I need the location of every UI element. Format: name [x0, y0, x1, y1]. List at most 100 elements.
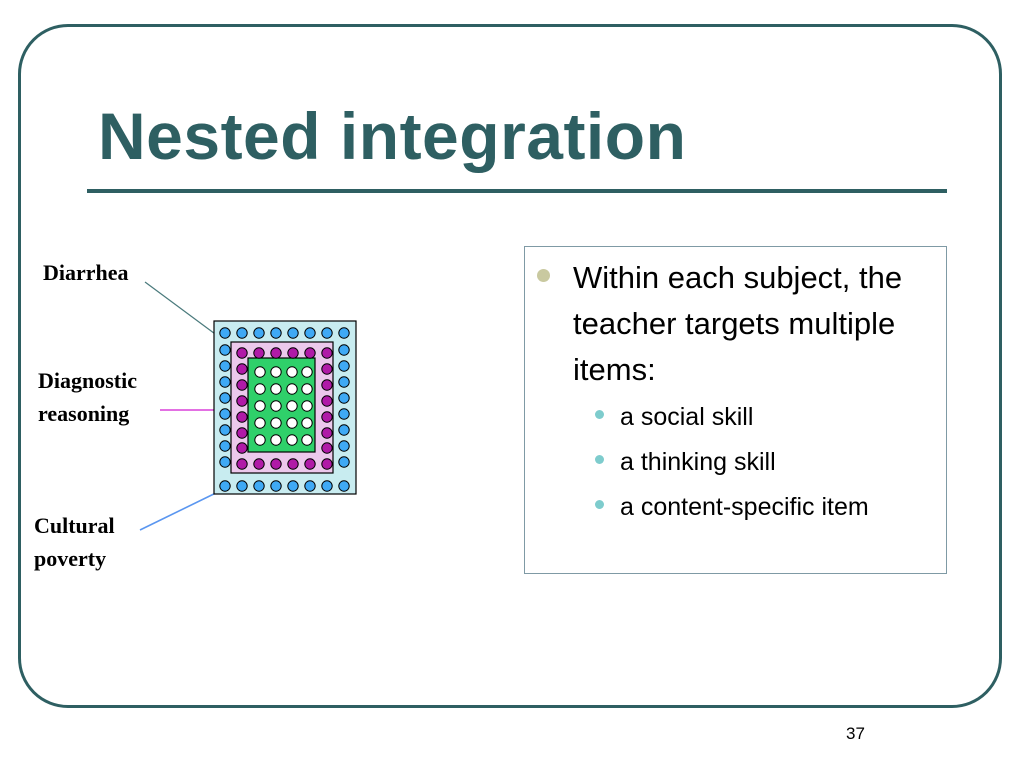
outer-dot [338, 327, 350, 339]
sub-bullet-content-item: a content-specific item [620, 493, 869, 521]
middle-dot [236, 395, 248, 407]
label-diagnostic-reasoning: Diagnostic reasoning [38, 364, 137, 430]
outer-dot [338, 408, 350, 420]
middle-dot [321, 395, 333, 407]
middle-dot [321, 427, 333, 439]
inner-dot [286, 434, 298, 446]
sub-bullet-icon [595, 500, 604, 509]
outer-dot [338, 424, 350, 436]
page-number: 37 [846, 724, 865, 743]
middle-dot [270, 347, 282, 359]
middle-dot [304, 347, 316, 359]
outer-dot [338, 376, 350, 388]
outer-dot [287, 327, 299, 339]
label-diagnostic-line1: Diagnostic [38, 368, 137, 393]
inner-dot [301, 417, 313, 429]
inner-dot [286, 400, 298, 412]
label-cultural-line1: Cultural [34, 513, 115, 538]
middle-dot [236, 411, 248, 423]
middle-dot [236, 458, 248, 470]
outer-dot [338, 440, 350, 452]
inner-dot [254, 366, 266, 378]
outer-dot [219, 424, 231, 436]
outer-dot [219, 344, 231, 356]
inner-dot [254, 383, 266, 395]
sub-bullet-icon [595, 455, 604, 464]
outer-dot [253, 327, 265, 339]
label-diagnostic-line2: reasoning [38, 401, 130, 426]
middle-dot [287, 458, 299, 470]
label-diarrhea: Diarrhea [43, 256, 129, 289]
middle-dot [287, 347, 299, 359]
inner-dot [254, 417, 266, 429]
outer-dot [236, 327, 248, 339]
inner-dot [270, 434, 282, 446]
outer-dot [270, 327, 282, 339]
label-cultural-line2: poverty [34, 546, 107, 571]
outer-dot [338, 480, 350, 492]
outer-dot [287, 480, 299, 492]
content-textbox: Within each subject, the teacher targets… [524, 246, 947, 574]
inner-dot [301, 383, 313, 395]
outer-dot [338, 392, 350, 404]
inner-dot [270, 383, 282, 395]
middle-dot [236, 347, 248, 359]
outer-dot [338, 344, 350, 356]
slide-frame [18, 24, 1002, 708]
middle-dot [321, 347, 333, 359]
inner-dot [301, 434, 313, 446]
middle-dot [304, 458, 316, 470]
outer-dot [304, 327, 316, 339]
inner-dot [286, 383, 298, 395]
middle-dot [236, 379, 248, 391]
outer-dot [338, 456, 350, 468]
inner-dot [286, 366, 298, 378]
outer-dot [338, 360, 350, 372]
sub-bullet-social-skill: a social skill [620, 403, 754, 431]
slide-title: Nested integration [98, 99, 687, 173]
middle-dot [321, 458, 333, 470]
middle-dot [321, 363, 333, 375]
inner-dot [286, 417, 298, 429]
outer-dot [219, 376, 231, 388]
inner-dot [254, 400, 266, 412]
main-bullet-text: Within each subject, the teacher targets… [573, 260, 903, 387]
middle-dot [270, 458, 282, 470]
middle-dot [236, 363, 248, 375]
outer-dot [304, 480, 316, 492]
title-underline [87, 189, 947, 193]
inner-dot [270, 417, 282, 429]
outer-dot [253, 480, 265, 492]
outer-dot [219, 392, 231, 404]
outer-dot [321, 480, 333, 492]
inner-dot [270, 366, 282, 378]
middle-dot [253, 458, 265, 470]
middle-dot [253, 347, 265, 359]
inner-dot [254, 434, 266, 446]
main-bullet-icon [537, 269, 550, 282]
outer-dot [219, 360, 231, 372]
sub-bullet-icon [595, 410, 604, 419]
inner-dot [270, 400, 282, 412]
outer-dot [321, 327, 333, 339]
outer-dot [219, 480, 231, 492]
middle-dot [236, 427, 248, 439]
label-cultural-poverty: Cultural poverty [34, 509, 115, 575]
label-diarrhea-text: Diarrhea [43, 260, 129, 285]
middle-dot [236, 442, 248, 454]
outer-dot [236, 480, 248, 492]
middle-dot [321, 411, 333, 423]
pointer-line-cultural [139, 489, 223, 531]
inner-dot [301, 366, 313, 378]
outer-dot [219, 456, 231, 468]
outer-dot [219, 440, 231, 452]
outer-dot [270, 480, 282, 492]
outer-dot [219, 327, 231, 339]
inner-dot [301, 400, 313, 412]
outer-dot [219, 408, 231, 420]
middle-dot [321, 379, 333, 391]
middle-dot [321, 442, 333, 454]
sub-bullet-thinking-skill: a thinking skill [620, 448, 776, 476]
